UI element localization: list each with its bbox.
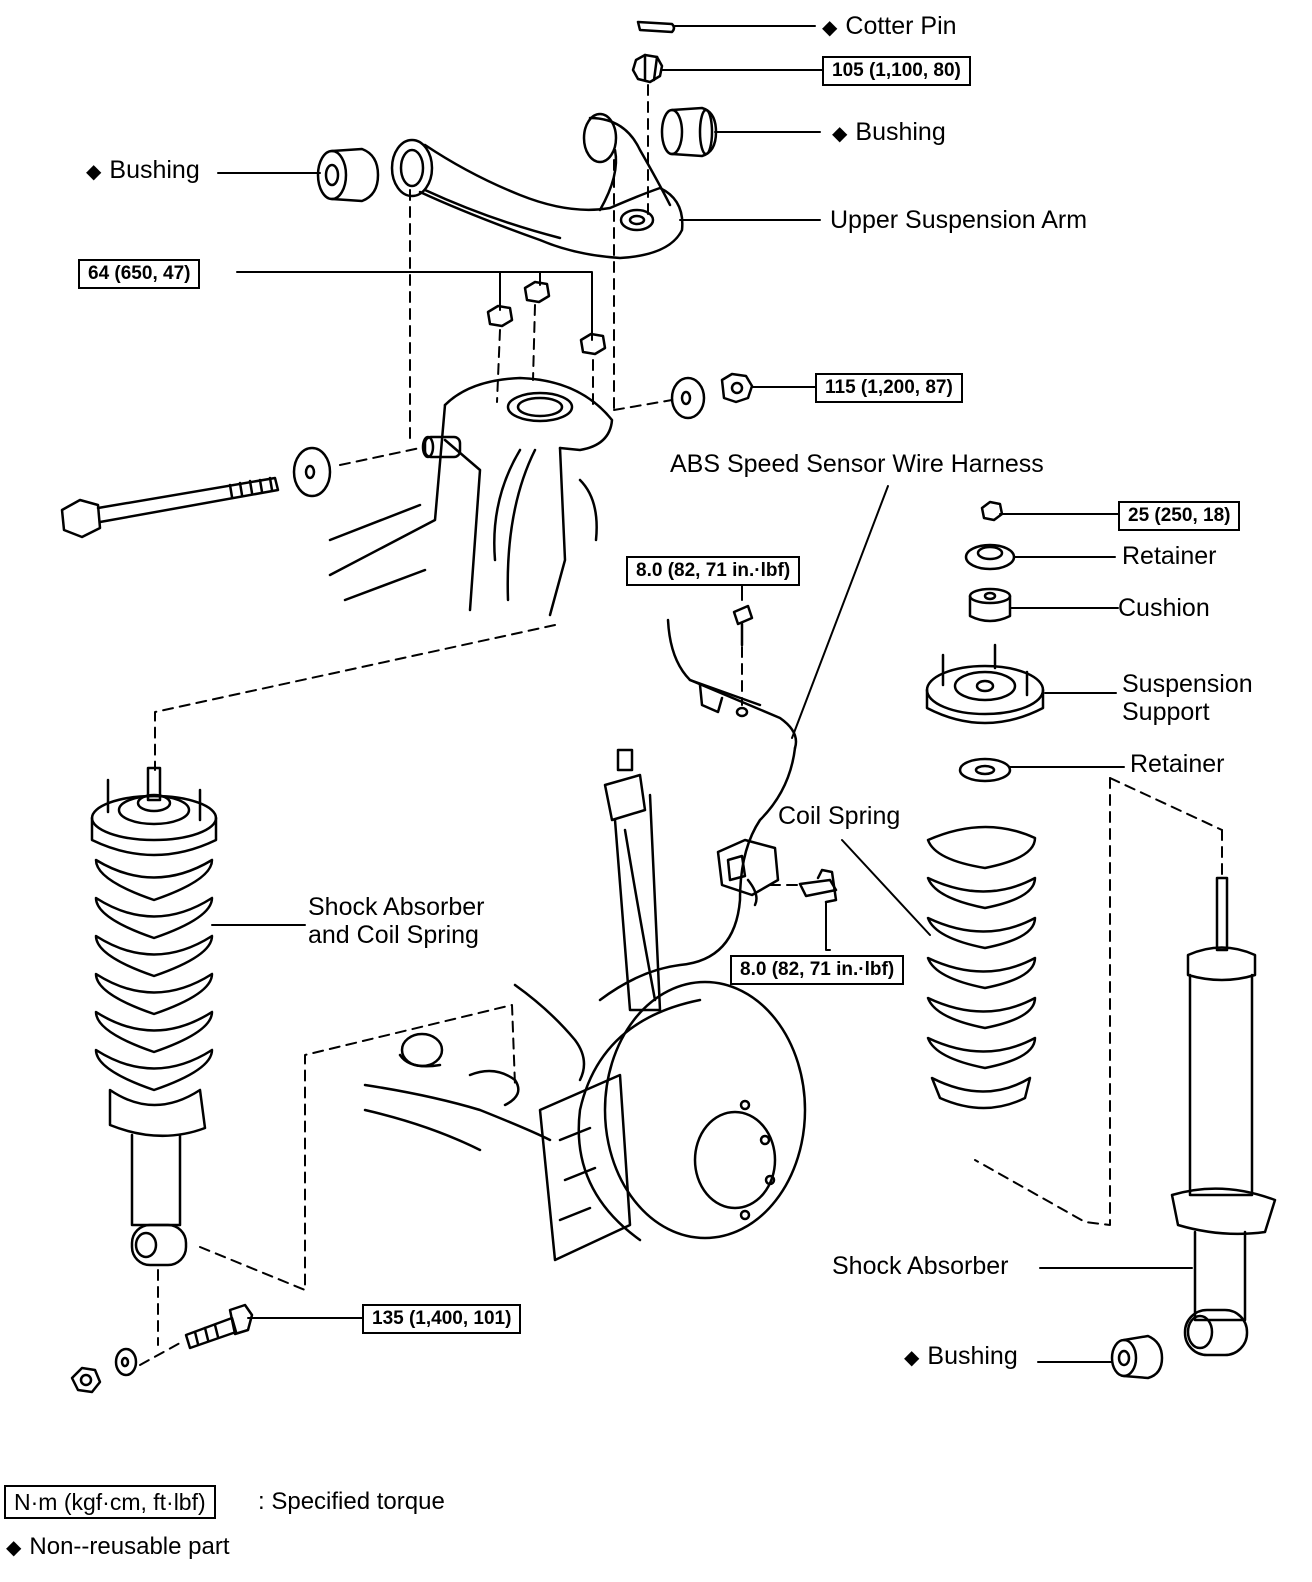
- torque-box-8-sensor: 8.0 (82, 71 in.·lbf): [730, 955, 905, 985]
- non-reusable-diamond-icon: ◆: [86, 161, 102, 183]
- bushing-lower-right: [1110, 1334, 1164, 1380]
- mounting-nuts: [486, 280, 607, 356]
- lower-bolt: [184, 1303, 254, 1350]
- non-reusable-diamond-icon: ◆: [6, 1537, 22, 1559]
- torque-box-115: 115 (1,200, 87): [815, 373, 963, 403]
- non-reusable-diamond-icon: ◆: [832, 123, 848, 145]
- non-reusable-diamond-icon: ◆: [822, 17, 838, 39]
- label-cushion: Cushion: [1118, 594, 1210, 622]
- torque-box-64: 64 (650, 47): [78, 259, 201, 289]
- long-bolt: [60, 476, 280, 539]
- label-upper-suspension-arm: Upper Suspension Arm: [830, 206, 1088, 234]
- frame-bracket: [328, 376, 614, 617]
- label-abs-harness: ABS Speed Sensor Wire Harness: [670, 450, 1044, 478]
- legend-unit-text: : Specified torque: [258, 1488, 445, 1515]
- torque-box-135: 135 (1,400, 101): [362, 1304, 522, 1334]
- brake-disc-hub: [538, 980, 807, 1262]
- alignment-dashes: [139, 84, 1223, 1366]
- washer-nut-115: [670, 372, 754, 420]
- lower-retainer: [958, 757, 1012, 783]
- top-nut: [980, 500, 1004, 522]
- cushion: [968, 587, 1012, 623]
- shock-absorber: [1170, 876, 1277, 1357]
- legend-unit-box: N·m (kgf·cm, ft·lbf): [4, 1485, 216, 1519]
- label-bushing-upper-right: ◆Bushing: [832, 118, 946, 146]
- label-shock-coil-assembly: Shock Absorber and Coil Spring: [308, 893, 485, 949]
- cotter-pin: [636, 20, 676, 34]
- bushing-left-top: [316, 147, 380, 203]
- label-retainer-upper: Retainer: [1122, 542, 1217, 570]
- upper-retainer: [964, 543, 1016, 571]
- torque-box-8-harness: 8.0 (82, 71 in.·lbf): [626, 556, 801, 586]
- label-retainer-lower: Retainer: [1130, 750, 1225, 778]
- steering-knuckle: [603, 748, 662, 1012]
- label-shock-absorber: Shock Absorber: [832, 1252, 1009, 1280]
- flat-washer: [292, 446, 332, 498]
- torque-box-25: 25 (250, 18): [1118, 501, 1241, 531]
- abs-sensor-bracket: [716, 838, 838, 907]
- strut-assembly: [90, 766, 218, 1267]
- non-reusable-diamond-icon: ◆: [904, 1347, 920, 1369]
- leader-lines: [211, 25, 1193, 1363]
- label-coil-spring: Coil Spring: [778, 802, 901, 830]
- bushing-right-top: [660, 106, 718, 158]
- abs-harness: [598, 604, 798, 1002]
- upper-suspension-arm: [390, 112, 684, 260]
- lower-washer-nut: [70, 1347, 138, 1394]
- label-bushing-upper-left: ◆Bushing: [86, 156, 200, 184]
- coil-spring: [926, 825, 1037, 1110]
- lower-suspension-arm: [363, 983, 586, 1152]
- label-cotter-pin: ◆Cotter Pin: [822, 12, 957, 40]
- torque-box-105: 105 (1,100, 80): [822, 56, 971, 86]
- suspension-support: [925, 643, 1045, 725]
- label-suspension-support: Suspension Support: [1122, 670, 1253, 726]
- label-bushing-lower: ◆Bushing: [904, 1342, 1018, 1370]
- legend-non-reusable: ◆Non--reusable part: [6, 1533, 230, 1560]
- castle-nut: [631, 53, 664, 84]
